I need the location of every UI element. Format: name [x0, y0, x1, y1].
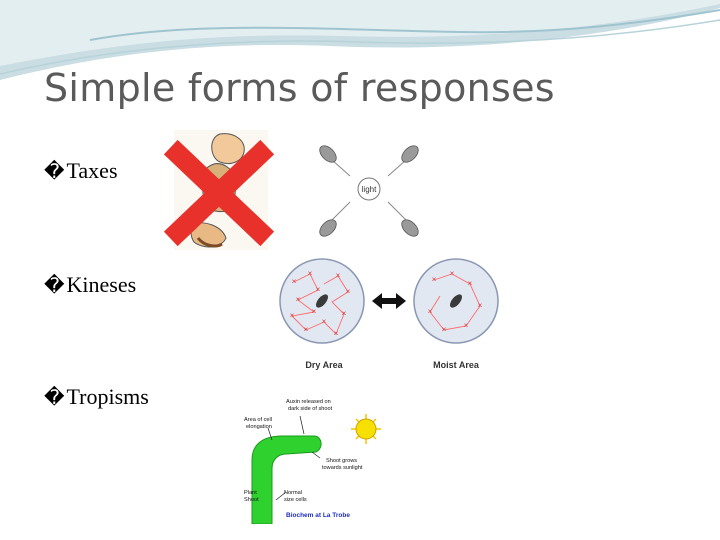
svg-text:×: × — [296, 295, 301, 304]
auxin-label-line2: dark side of shoot — [288, 406, 333, 412]
svg-text:×: × — [346, 287, 351, 296]
svg-text:×: × — [290, 311, 295, 320]
phototaxis-diagram: light — [312, 136, 426, 246]
bullet-tropisms: �Tropisms — [44, 384, 149, 410]
bullet-taxes: �Taxes — [44, 158, 118, 184]
bullet-marker: � — [44, 385, 65, 409]
svg-text:×: × — [316, 285, 321, 294]
bullet-text: Taxes — [67, 158, 118, 183]
svg-text:×: × — [464, 321, 469, 330]
phototropism-diagram: Auxin released on dark side of shoot Are… — [242, 396, 388, 524]
slide-title: Simple forms of responses — [44, 66, 555, 110]
svg-text:×: × — [468, 279, 473, 288]
bullet-marker: � — [44, 159, 65, 183]
auxin-label-line1: Auxin released on — [286, 399, 331, 405]
thumbs-up-cross-icon — [164, 128, 274, 254]
grow-label-2: towards sunlight — [322, 465, 363, 471]
svg-text:×: × — [292, 277, 297, 286]
normal-label-2: size cells — [284, 497, 307, 503]
svg-text:×: × — [342, 309, 347, 318]
double-arrow-icon — [372, 293, 406, 309]
light-source-label: light — [362, 185, 377, 194]
elongation-label-1: Area of cell — [244, 417, 272, 423]
svg-text:×: × — [322, 317, 327, 326]
svg-text:×: × — [450, 269, 455, 278]
svg-text:×: × — [304, 325, 309, 334]
svg-text:×: × — [312, 307, 317, 316]
elongation-label-2: elongation — [246, 424, 272, 430]
bullet-text: Tropisms — [67, 384, 149, 409]
moist-area-label: Moist Area — [433, 360, 480, 370]
svg-text:×: × — [442, 325, 447, 334]
svg-text:×: × — [432, 275, 437, 284]
normal-label-1: Normal — [284, 490, 302, 496]
bullet-text: Kineses — [67, 272, 137, 297]
svg-text:×: × — [308, 269, 313, 278]
bullet-marker: � — [44, 273, 65, 297]
plant-label-2: Shoot — [244, 497, 259, 503]
svg-text:×: × — [478, 301, 483, 310]
credit-label: Biochem at La Trobe — [286, 512, 350, 519]
bullet-kineses: �Kineses — [44, 272, 136, 298]
svg-text:×: × — [336, 271, 341, 280]
plant-label-1: Plant — [244, 490, 257, 496]
svg-text:×: × — [334, 329, 339, 338]
svg-text:×: × — [428, 307, 433, 316]
kinesis-diagram: ××× ××× ××× ××× ××× ××× × Dry Area Moist… — [274, 254, 508, 374]
dry-area-label: Dry Area — [305, 360, 343, 370]
grow-label-1: Shoot grows — [326, 458, 357, 464]
